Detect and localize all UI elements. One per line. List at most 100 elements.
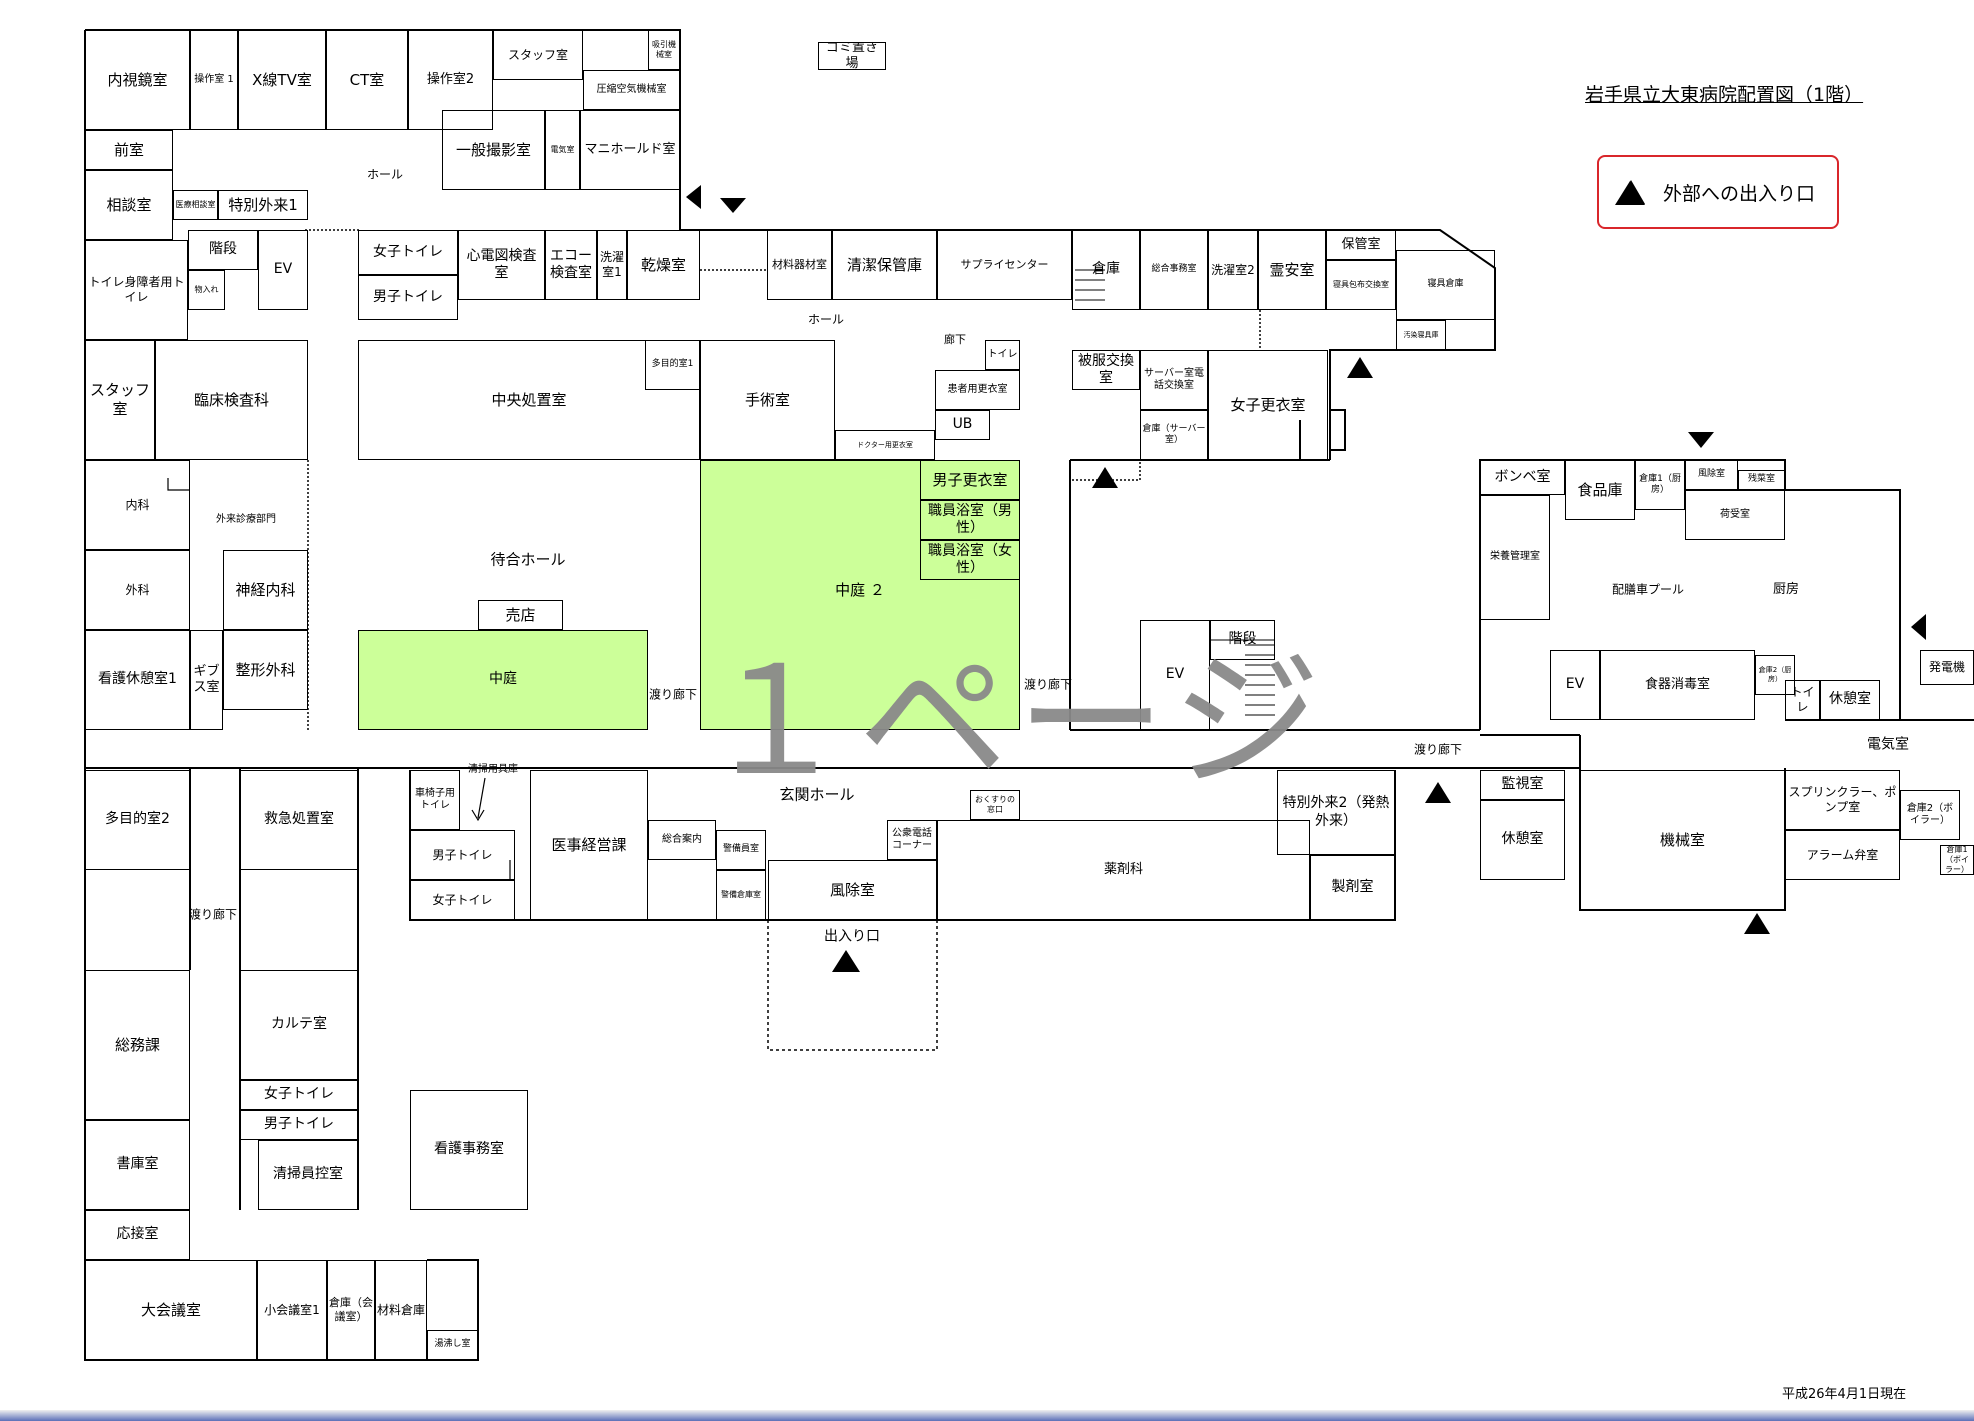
area-label-gomi: ゴミ置き場 xyxy=(818,42,886,70)
exit-triangle-icon xyxy=(1425,782,1451,803)
room-label: 倉庫 xyxy=(1092,261,1120,278)
room-label: トイレ xyxy=(1790,685,1815,714)
room-kanjakoi: 患者用更衣室 xyxy=(935,370,1020,410)
room-staff-top: スタッフ室 xyxy=(493,30,583,80)
room-label: 医療相談室 xyxy=(175,200,216,209)
area-label-watari3: 渡り廊下 xyxy=(1413,742,1463,757)
room-joshikoi: 女子更衣室 xyxy=(1208,350,1328,460)
area-label-watari1: 渡り廊下 xyxy=(648,687,698,702)
area-label-machiai: 待合ホール xyxy=(490,550,566,569)
room-label: 操作室 1 xyxy=(194,73,234,85)
room-nakaniwa1: 中庭 xyxy=(358,630,648,730)
room-okusuri: おくすりの窓口 xyxy=(970,790,1020,820)
room-soko2-boiler: 倉庫2（ボイラー） xyxy=(1900,790,1960,840)
room-label: X線TV室 xyxy=(252,70,312,89)
room-yoku-m: 職員浴室（男性） xyxy=(920,500,1020,540)
room-label: 臨床検査科 xyxy=(193,390,269,409)
room-danshikoi: 男子更衣室 xyxy=(920,460,1020,500)
room-eiyo: 栄養管理室 xyxy=(1480,495,1550,620)
room-label: 男子更衣室 xyxy=(932,470,1008,489)
room-label: 救急処置室 xyxy=(264,811,334,828)
room-label: 発電機 xyxy=(1928,660,1965,674)
room-label: 内科 xyxy=(125,497,150,512)
room-soko-server: 倉庫（サーバー室） xyxy=(1140,410,1208,460)
room-gibusu: ギブス室 xyxy=(190,630,223,730)
room-label: 女子トイレ xyxy=(264,1086,334,1103)
room-hatsuden: 発電機 xyxy=(1920,650,1974,685)
room-daikaigi: 大会議室 xyxy=(85,1260,257,1360)
room-label: カルテ室 xyxy=(271,1016,327,1033)
exit-triangle-icon xyxy=(1911,614,1926,640)
room-label: 洗濯室1 xyxy=(599,250,624,279)
room-sodan: 相談室 xyxy=(85,170,173,240)
room-label: 休憩室 xyxy=(1829,691,1871,708)
room-soko-chubo: 倉庫1（厨房） xyxy=(1635,460,1685,510)
room-label: 警備員室 xyxy=(722,844,759,855)
room-label: 材料倉庫 xyxy=(377,1302,426,1317)
legend-box: 外部への出入り口 xyxy=(1597,155,1839,229)
room-sentaku1: 洗濯室1 xyxy=(597,230,627,300)
room-label: 霊安室 xyxy=(1269,260,1315,279)
room-label: 車椅子用トイレ xyxy=(415,787,455,812)
room-dennkishitsu: 電気室 xyxy=(545,110,580,190)
room-nakaniwa2: 中庭 ２ xyxy=(700,460,1020,730)
room-label: 一般撮影室 xyxy=(455,140,531,159)
room-ev3: EV xyxy=(1550,650,1600,720)
room-danshi3: 男子トイレ xyxy=(240,1110,358,1140)
area-label-hall1: ホール xyxy=(366,167,404,182)
room-label: 総合案内 xyxy=(662,833,702,845)
window-bottom-bar xyxy=(0,1410,1974,1421)
room-label: 風除室 xyxy=(1697,469,1725,480)
room-label: EV xyxy=(1165,666,1185,683)
room-yakuzai: 薬剤科 xyxy=(937,820,1310,920)
room-fujo-main: 風除室 xyxy=(768,860,937,920)
room-monoire: 物入れ xyxy=(188,270,225,310)
room-tamokuteki2: 多目的室2 xyxy=(85,770,190,870)
room-label: 女子トイレ xyxy=(373,243,443,260)
room-label: 監視室 xyxy=(1501,776,1544,793)
room-label: 倉庫1（厨房） xyxy=(1639,473,1681,495)
exit-triangle-icon xyxy=(1347,357,1373,378)
room-kikai: 機械室 xyxy=(1580,770,1785,910)
room-joshi3: 女子トイレ xyxy=(240,1080,358,1110)
room-seiso: 清掃員控室 xyxy=(258,1140,358,1210)
area-label-hall2: ホール xyxy=(807,312,845,327)
room-label: 食品庫 xyxy=(1577,480,1623,499)
room-label: EV xyxy=(273,261,293,278)
room-label: エコー検査室 xyxy=(550,247,592,282)
room-label: 男子トイレ xyxy=(264,1116,334,1133)
room-osenshingu: 汚染寝具庫 xyxy=(1396,320,1446,350)
room-label: 休憩室 xyxy=(1501,831,1544,848)
room-manifold: マニホールド室 xyxy=(580,110,680,190)
date-footer: 平成26年4月1日現在 xyxy=(1782,1387,1907,1402)
area-label-chubo: 厨房 xyxy=(1772,581,1800,597)
room-label: 前室 xyxy=(113,140,144,159)
room-baiten: 売店 xyxy=(478,600,563,630)
plan-title: 岩手県立大東病院配置図（1階） xyxy=(1585,84,1864,106)
exit-triangle-icon xyxy=(1744,913,1770,934)
room-seikei: 整形外科 xyxy=(223,630,308,710)
room-zairyo: 材料器材室 xyxy=(767,230,832,300)
room-sogojimu: 総合事務室 xyxy=(1140,230,1208,310)
room-osetsu: 応接室 xyxy=(85,1210,190,1260)
room-label: EV xyxy=(1565,676,1585,693)
room-supply: サプライセンター xyxy=(937,230,1072,300)
room-label: 残菜室 xyxy=(1747,474,1775,485)
room-label: 階段 xyxy=(1228,631,1257,648)
room-fujoshitsu: 風除室 xyxy=(1685,460,1738,490)
room-label: 心電図検査室 xyxy=(466,247,537,282)
room-shujutsu: 手術室 xyxy=(700,340,835,460)
room-kango-jimu: 看護事務室 xyxy=(410,1090,528,1210)
room-yuwakashi: 湯沸し室 xyxy=(427,1330,478,1360)
room-sosa1: 操作室 1 xyxy=(190,30,238,130)
room-tokubetsu2: 特別外来2（発熱外来） xyxy=(1277,770,1395,855)
area-label-gairai: 外来診療部門 xyxy=(216,513,276,525)
area-label-deiriguchi: 出入り口 xyxy=(824,928,880,945)
room-label: 倉庫1（ボイラー） xyxy=(1945,845,1969,874)
room-label: 寝具倉庫 xyxy=(1427,279,1464,290)
room-zenshitsu: 前室 xyxy=(85,130,173,170)
room-label: おくすりの窓口 xyxy=(975,795,1015,814)
room-kaidan2: 階段 xyxy=(1210,620,1275,660)
room-label: 職員浴室（男性） xyxy=(928,502,1012,537)
room-label: サプライセンター xyxy=(960,258,1049,272)
